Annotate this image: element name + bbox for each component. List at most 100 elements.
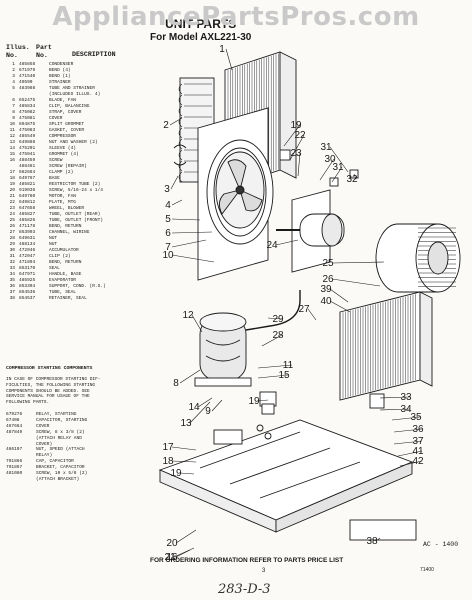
starting-title: COMPRESSOR STARTING COMPONENTS <box>6 366 93 371</box>
callout-leader <box>170 175 179 190</box>
part-no: 472047 <box>19 254 36 259</box>
model-subtitle: For Model AXL221-30 <box>150 32 252 43</box>
part-description: GROMMET (4) <box>49 152 79 157</box>
callout-leader <box>297 152 301 177</box>
part-description: SLEEVE (4) <box>49 146 77 151</box>
part-no: 649888 <box>19 140 36 145</box>
part-description: CAPACITOR, STARTING <box>36 417 88 423</box>
callout-leader <box>375 537 381 542</box>
part-description: EVAPORATOR <box>49 278 77 283</box>
illus-no: 35 <box>9 278 15 283</box>
callout-leader <box>261 334 283 347</box>
col-header-illus: Illus. No. <box>6 44 30 59</box>
callout-leader <box>353 173 357 180</box>
part-no: 488459 <box>19 158 36 163</box>
callout-number: 5 <box>165 214 171 225</box>
callout-number: 11 <box>283 360 294 371</box>
part-no: 485826 <box>19 218 36 223</box>
callout-number: 22 <box>294 130 306 141</box>
part-no: 791866 <box>6 459 23 465</box>
part-no: 649812 <box>19 200 36 205</box>
illus-no: 19 <box>9 182 15 187</box>
illus-no: 2 <box>12 68 15 73</box>
callout-number: 35 <box>410 412 422 423</box>
callout-leader <box>257 374 289 379</box>
callout-number: 30 <box>324 154 336 165</box>
callout-number: 25 <box>322 258 334 269</box>
callout-number: 28 <box>272 330 284 341</box>
callout-leader <box>399 460 423 467</box>
part-no: 481080 <box>6 471 23 477</box>
callout-leader <box>191 314 203 333</box>
illus-no: 34 <box>9 272 15 277</box>
callout-leader <box>257 399 269 402</box>
list-item: 67408 CAPACITOR, STARTING <box>6 418 154 424</box>
callout-number: 31 <box>320 142 332 153</box>
part-description: BEND (4) <box>49 68 71 73</box>
part-description: TUBE, OUTLET (FRONT) <box>49 218 104 223</box>
part-description: BLADE, FAN <box>49 98 77 103</box>
callout-number: 9 <box>205 406 211 417</box>
part-no: 854536 <box>19 290 36 295</box>
compressor <box>194 290 301 387</box>
intro-line: IN CASE OF COMPRESSOR STARTING DIF- <box>6 377 101 382</box>
callout-number: 23 <box>290 148 302 159</box>
callout-leader <box>329 146 349 173</box>
callout-leader <box>211 399 223 412</box>
col-header-description: DESCRIPTION <box>72 51 116 58</box>
part-description: NUT, SPEED (ATTACH <box>36 447 85 453</box>
fan-blade <box>215 151 265 229</box>
callout-number: 6 <box>165 228 171 239</box>
callout-number: 36 <box>412 424 424 435</box>
callout-leader <box>173 547 195 558</box>
part-description: CLIP, BALANCING <box>49 104 90 109</box>
part-description: SEAL <box>49 266 60 271</box>
page-number: 3 <box>262 568 266 574</box>
illus-no: 31 <box>9 254 15 259</box>
callout-number: 2 <box>163 120 169 131</box>
part-no: 488134 <box>19 242 36 247</box>
intro-line: SERVICE MANUAL FOR USAGE OF THE <box>6 394 90 400</box>
part-no: 475082 <box>19 110 36 115</box>
part-description: NUT <box>49 242 58 247</box>
part-description: NUT AND WASHER (2) <box>49 140 98 145</box>
part-no: 49590 <box>19 80 33 85</box>
illus-no: 26 <box>9 224 15 229</box>
part-description: (ATTACH BRACKET) <box>36 476 80 482</box>
part-no: 467664 <box>6 423 23 429</box>
illus-no: 37 <box>9 290 15 295</box>
callout-number: 19 <box>248 396 260 407</box>
callout-leader <box>171 460 197 463</box>
part-no: 919036 <box>19 188 36 193</box>
illus-no: 22 <box>9 200 15 205</box>
illus-no: 21 <box>9 194 15 199</box>
list-item: (ATTACH RELAY AND <box>6 436 154 442</box>
part-no: 647658 <box>19 206 36 211</box>
illus-no: 1 <box>12 62 15 67</box>
part-no: 67408 <box>6 417 20 423</box>
starting-intro: IN CASE OF COMPRESSOR STARTING DIF-FICUL… <box>6 377 154 406</box>
callout-number: 14 <box>188 402 200 413</box>
part-no: 679276 <box>6 411 23 417</box>
illus-no: 29 <box>9 242 15 247</box>
callout-number: 42 <box>412 456 424 467</box>
page-title: UNIT PARTS For Model AXL221-30 <box>150 18 251 44</box>
